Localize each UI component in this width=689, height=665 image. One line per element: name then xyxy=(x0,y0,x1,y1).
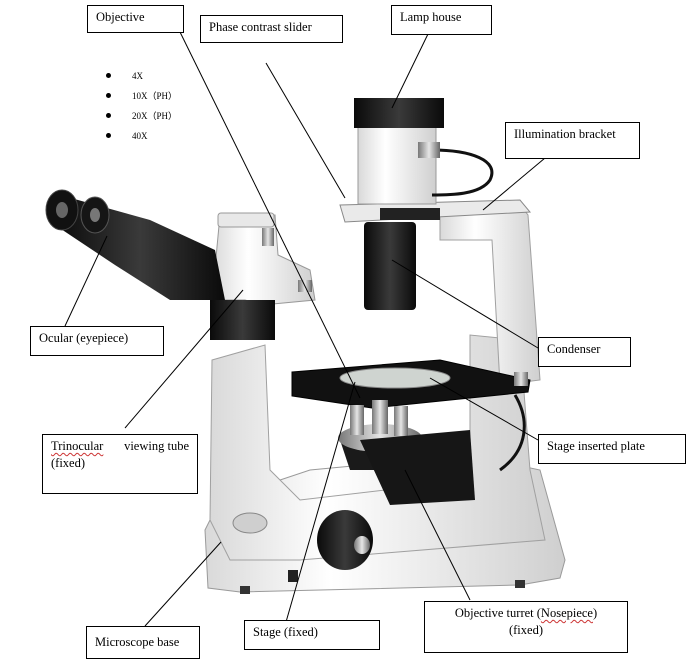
leader-condenser xyxy=(391,259,539,349)
list-item: 20X（PH） xyxy=(106,106,177,126)
turret-line2: (fixed) xyxy=(508,623,543,637)
label-illumination-bracket: Illumination bracket xyxy=(505,122,640,159)
turret-text-c: ) xyxy=(592,606,598,620)
turret-text-a: Objective turret ( xyxy=(454,606,541,620)
label-lamp-house: Lamp house xyxy=(391,5,492,35)
label-stage-inserted-plate: Stage inserted plate xyxy=(538,434,686,464)
leader-trinocular xyxy=(124,289,244,429)
trinocular-line2: (fixed) xyxy=(51,456,86,470)
leader-bracket xyxy=(482,157,546,211)
objective-magnification-list: 4X 10X（PH） 20X（PH） 40X xyxy=(106,66,177,146)
leader-base xyxy=(144,541,222,627)
leader-phase xyxy=(265,62,346,199)
label-trinocular-viewing-tube: Trinocular viewing tube (fixed) xyxy=(42,434,198,494)
leader-ocular xyxy=(64,235,108,327)
turret-text-word: Nosepiece xyxy=(540,606,593,620)
label-objective: Objective xyxy=(87,5,184,33)
condenser-shape xyxy=(364,222,416,310)
label-condenser: Condenser xyxy=(538,337,631,367)
list-item: 10X（PH） xyxy=(106,86,177,106)
trinocular-word: Trinocular xyxy=(51,439,104,453)
leader-objective xyxy=(179,31,361,399)
trinocular-rest: viewing tube xyxy=(124,439,189,453)
lamp-body xyxy=(357,117,437,205)
leader-lamp xyxy=(391,33,429,109)
focus-knob-shape xyxy=(317,510,373,570)
leader-stage xyxy=(285,381,356,623)
lamp-top xyxy=(354,98,444,128)
label-stage-fixed: Stage (fixed) xyxy=(244,620,380,650)
leader-turret xyxy=(404,469,471,601)
list-item: 40X xyxy=(106,126,177,146)
leader-stage-plate xyxy=(429,377,539,441)
label-ocular: Ocular (eyepiece) xyxy=(30,326,164,356)
label-objective-turret: Objective turret (Nosepiece) (fixed) xyxy=(424,601,628,653)
label-microscope-base: Microscope base xyxy=(86,626,200,659)
label-phase-contrast-slider: Phase contrast slider xyxy=(200,15,343,43)
list-item: 4X xyxy=(106,66,177,86)
eyepieces-shape xyxy=(45,189,225,300)
leader-lines xyxy=(64,31,546,627)
